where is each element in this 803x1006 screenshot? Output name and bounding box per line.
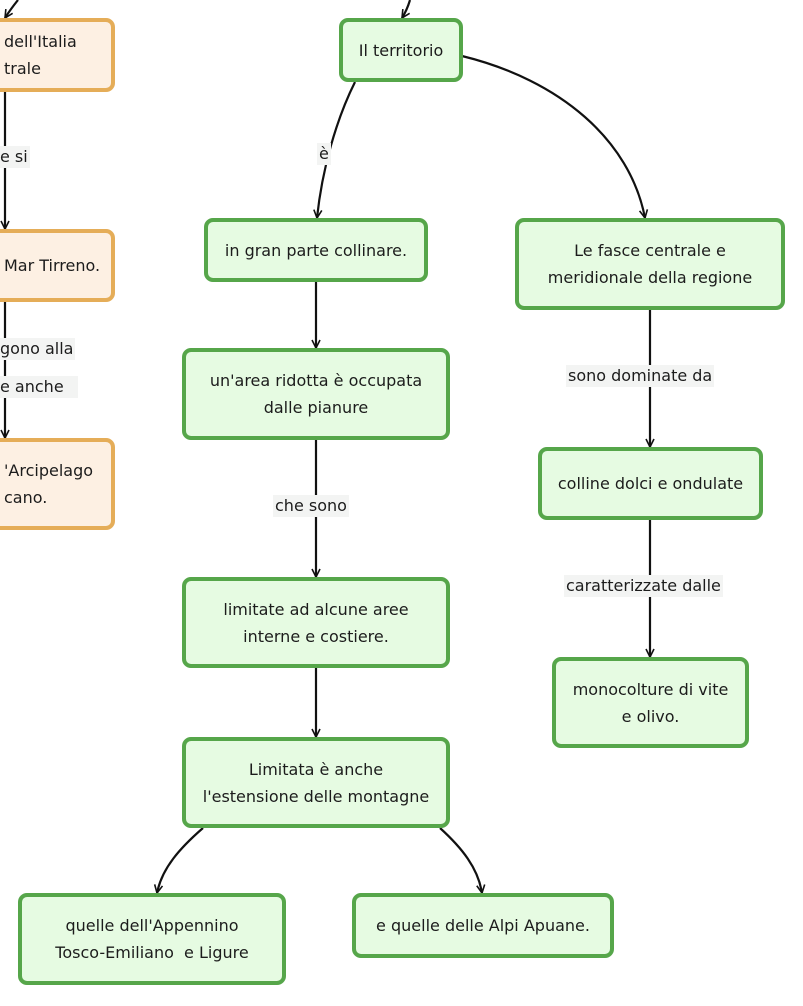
edge-incoming-territorio xyxy=(402,0,412,18)
node-monocolture[interactable]: monocolture di vite e olivo. xyxy=(552,657,749,748)
edge-label-e: è xyxy=(317,143,331,165)
edge-label-anche: e anche xyxy=(0,376,78,398)
node-colline[interactable]: colline dolci e ondulate xyxy=(538,447,763,520)
node-territorio[interactable]: Il territorio xyxy=(339,18,463,82)
node-italia-centrale[interactable]: dell'Italia trale xyxy=(0,18,115,92)
node-limitate[interactable]: limitate ad alcune aree interne e costie… xyxy=(182,577,450,668)
node-fasce-text: Le fasce centrale e meridionale della re… xyxy=(547,241,753,287)
node-alpi-apuane[interactable]: e quelle delle Alpi Apuane. xyxy=(352,893,614,958)
node-mar-tirreno[interactable]: Mar Tirreno. xyxy=(0,229,115,302)
node-fasce[interactable]: Le fasce centrale e meridionale della re… xyxy=(515,218,785,310)
edge-label-dominate: sono dominate da xyxy=(566,365,715,387)
node-limitate-text: limitate ad alcune aree interne e costie… xyxy=(223,599,409,646)
node-collinare[interactable]: in gran parte collinare. xyxy=(204,218,428,282)
node-arcipelago-text: 'Arcipelago cano. xyxy=(4,461,94,507)
node-arcipelago[interactable]: 'Arcipelago cano. xyxy=(0,438,115,530)
node-appennino-text: quelle dell'Appennino Tosco-Emiliano e L… xyxy=(55,916,249,962)
edge-territorio-fasce xyxy=(461,54,645,218)
node-area-ridotta[interactable]: un'area ridotta è occupata dalle pianure xyxy=(182,348,450,440)
edge-label-si: e si xyxy=(0,146,30,168)
node-collinare-text: in gran parte collinare. xyxy=(224,240,408,260)
node-montagne-text: Limitata è anche l'estensione delle mont… xyxy=(202,759,430,806)
node-appennino[interactable]: quelle dell'Appennino Tosco-Emiliano e L… xyxy=(18,893,286,985)
node-monocolture-text: monocolture di vite e olivo. xyxy=(572,679,729,726)
edge-label-alla: gono alla xyxy=(0,338,76,360)
node-mar-tirreno-text: Mar Tirreno. xyxy=(4,256,101,275)
node-montagne[interactable]: Limitata è anche l'estensione delle mont… xyxy=(182,737,450,828)
node-area-ridotta-text: un'area ridotta è occupata dalle pianure xyxy=(209,371,423,417)
edge-montagne-apuane xyxy=(439,827,482,893)
edge-left-incoming xyxy=(5,0,19,18)
node-italia-centrale-text: dell'Italia trale xyxy=(4,32,77,78)
edge-label-caratterizzate: caratterizzate dalle xyxy=(564,575,723,597)
node-colline-text: colline dolci e ondulate xyxy=(557,474,744,493)
node-territorio-text: Il territorio xyxy=(358,40,444,60)
edge-montagne-appennino xyxy=(157,827,204,893)
node-alpi-apuane-text: e quelle delle Alpi Apuane. xyxy=(376,916,590,935)
edge-label-che-sono: che sono xyxy=(273,495,349,517)
